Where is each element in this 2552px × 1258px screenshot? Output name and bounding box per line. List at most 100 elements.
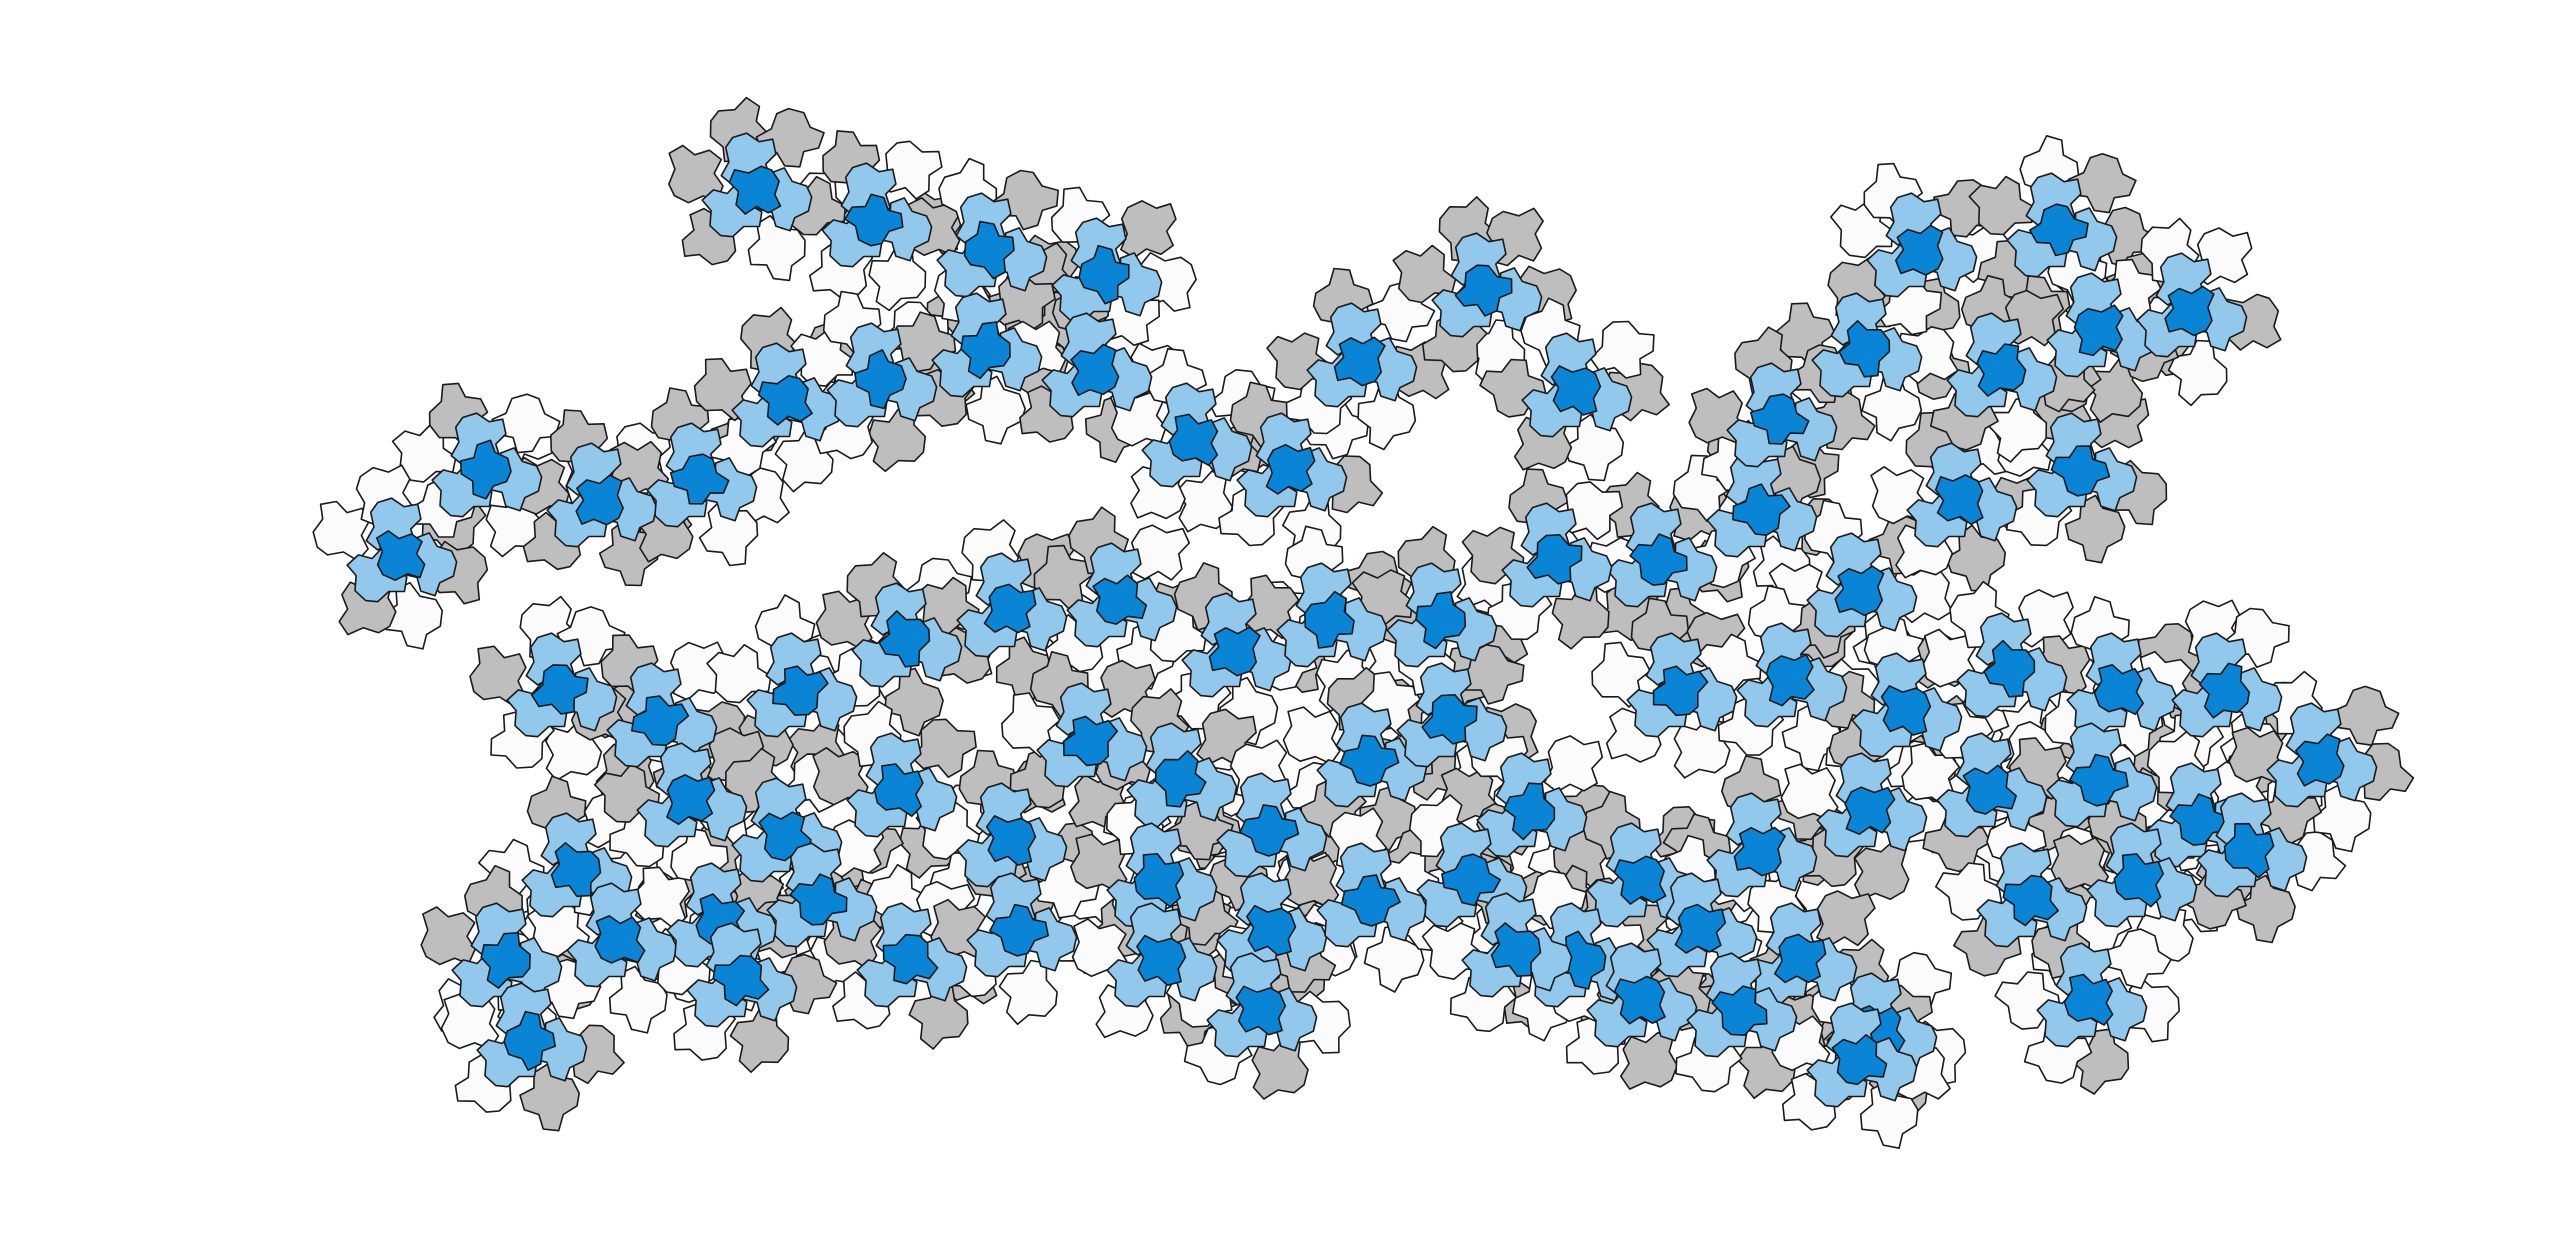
filler-tile (1901, 742, 1961, 807)
filler-tile (1392, 244, 1457, 304)
dark-blue-tile (1983, 639, 2036, 698)
dark-blue-tile (2073, 304, 2124, 357)
dark-blue-tile (1733, 826, 1786, 877)
filler-tile (491, 393, 561, 454)
dark-blue-tile (2002, 874, 2059, 927)
filler-tile (1620, 1031, 1679, 1090)
filler-tile (1068, 506, 1129, 575)
dark-blue-tile (2029, 203, 2089, 257)
dark-blue-tile (1304, 590, 1355, 649)
filler-tile (1968, 175, 2035, 236)
filler-tile (2103, 928, 2172, 990)
filler-tile (1589, 320, 1655, 379)
dark-blue-tile (789, 873, 848, 926)
filler-tile (1816, 890, 1876, 947)
dark-blue-tile (1421, 694, 1478, 745)
filler-tile (1591, 641, 1651, 708)
filler-tile (1120, 200, 1177, 259)
filler-tile (938, 157, 998, 227)
dark-blue-tile (1844, 786, 1896, 835)
dark-blue-tile (772, 665, 829, 716)
dark-blue-tile (530, 664, 589, 715)
dark-blue-tile (480, 932, 531, 989)
dark-blue-tile (1880, 685, 1932, 736)
dark-blue-tile (1168, 413, 1219, 467)
filler-tile (1581, 790, 1642, 860)
filler-tile (312, 500, 370, 562)
filler-tile (1861, 373, 1923, 442)
dark-blue-tile (1674, 903, 1727, 954)
dark-blue-tile (1070, 343, 1120, 396)
dark-blue-tile (1711, 985, 1768, 1036)
dark-blue-tile (1732, 483, 1791, 536)
filler-tile (1808, 391, 1876, 451)
dark-blue-tile (878, 610, 931, 668)
dark-blue-tile (963, 220, 1015, 280)
filler-tile (884, 667, 944, 737)
dark-blue-tile (2295, 733, 2345, 787)
dark-blue-tile (1652, 665, 1709, 717)
dark-blue-tile (1235, 985, 1287, 1036)
dark-blue-tile (1765, 653, 1815, 707)
dark-blue-tile (1774, 933, 1827, 984)
dark-blue-tile (1154, 750, 1207, 808)
dark-blue-tile (550, 842, 602, 898)
dark-blue-tile (666, 774, 716, 825)
filler-tile (556, 606, 626, 667)
dark-blue-tile (1550, 365, 1602, 416)
filler-tile (2167, 339, 2228, 407)
dark-blue-tile (2093, 664, 2144, 716)
dark-blue-tile (631, 695, 690, 747)
dark-blue-tile (1441, 853, 1501, 907)
dark-blue-tile (1834, 565, 1885, 617)
filler-tile (631, 866, 690, 930)
dark-blue-tile (873, 763, 924, 817)
filler-tile (1175, 470, 1234, 533)
dark-blue-tile (1838, 320, 1891, 378)
filler-tile (908, 983, 969, 1050)
dark-blue-tile (1895, 224, 1944, 276)
tile-layer (312, 96, 2415, 1149)
dark-blue-tile (2113, 853, 2164, 908)
dark-blue-tile (1526, 534, 1583, 585)
dark-blue-tile (503, 1010, 556, 1071)
filler-tile (1520, 297, 1581, 367)
filler-tile (469, 645, 527, 707)
dark-blue-tile (844, 193, 904, 247)
dark-blue-tile (1078, 244, 1130, 305)
dark-blue-tile (2198, 662, 2251, 719)
filler-tile (1734, 326, 1793, 394)
dark-blue-tile (2050, 445, 2111, 497)
filler-tile (868, 408, 927, 473)
filler-tile (440, 993, 500, 1050)
dark-blue-tile (1750, 393, 1810, 445)
dark-blue-tile (2169, 793, 2228, 846)
dark-blue-tile (1246, 904, 1297, 956)
dark-blue-tile (757, 375, 813, 426)
filler-tile (729, 1006, 790, 1073)
filler-tile (1357, 382, 1417, 451)
dark-blue-tile (1062, 715, 1119, 767)
dark-blue-tile (1934, 474, 1984, 526)
dark-blue-tile (2223, 822, 2275, 879)
dark-blue-tile (575, 474, 624, 526)
dark-blue-tile (985, 815, 1037, 866)
filler-tile (1129, 524, 1190, 581)
dark-blue-tile (1333, 336, 1386, 387)
dark-blue-tile (1340, 874, 1401, 927)
dark-blue-tile (2069, 753, 2129, 807)
filler-tile (2067, 153, 2137, 214)
dark-blue-tile (1208, 626, 1261, 677)
dark-blue-tile (960, 321, 1011, 380)
dark-blue-tile (1265, 443, 1316, 495)
dark-blue-tile (712, 954, 770, 1007)
filler-tile (1543, 735, 1604, 793)
filler-tile (998, 959, 1058, 1025)
dark-blue-tile (854, 349, 907, 410)
dark-blue-tile (983, 583, 1037, 634)
filler-tile (1251, 1038, 1309, 1100)
filler-tile (608, 965, 668, 1034)
dark-blue-tile (1490, 922, 1542, 977)
filler-tile (706, 644, 772, 704)
dark-blue-tile (2164, 285, 2215, 337)
